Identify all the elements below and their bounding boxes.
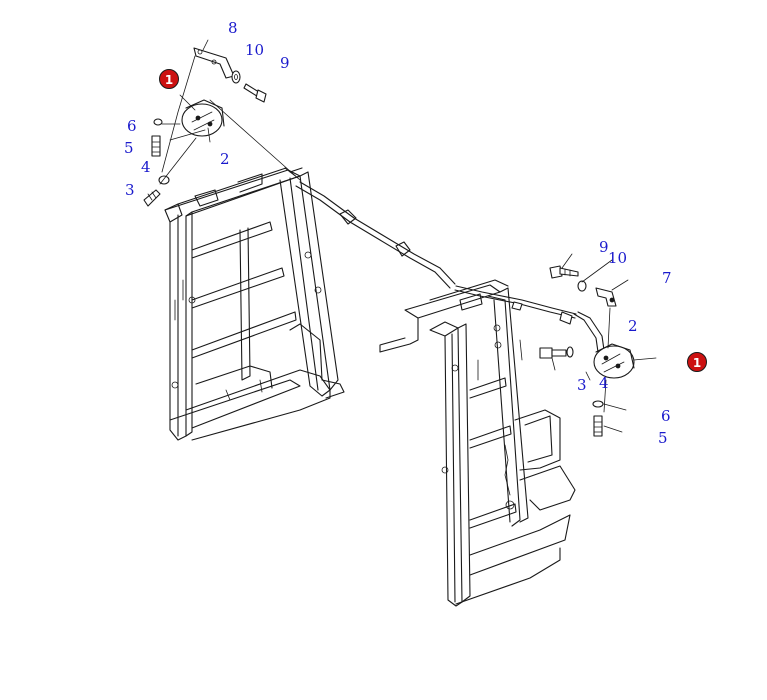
callout-2: 2 <box>628 317 638 335</box>
callout-4: 4 <box>141 158 151 176</box>
right-assembly <box>539 253 657 437</box>
callout-10: 10 <box>608 249 627 267</box>
left-frame <box>164 167 345 441</box>
callout-4: 4 <box>599 374 609 392</box>
callout-5: 5 <box>658 429 668 447</box>
right-frame <box>379 279 576 607</box>
left-assembly <box>143 39 301 207</box>
reference-badge-right: 1 <box>687 352 707 372</box>
callouts-left: 8 10 9 6 5 4 3 2 <box>124 19 290 199</box>
callout-3: 3 <box>125 181 135 199</box>
bracket-8-left <box>193 47 235 79</box>
callout-5: 5 <box>124 139 134 157</box>
reference-badge-label: 1 <box>693 356 701 370</box>
bracket-7-right <box>595 287 617 307</box>
reference-badge-left: 1 <box>159 69 179 89</box>
unit-2-right <box>593 345 635 379</box>
wiring-harness <box>284 167 605 353</box>
callout-8: 8 <box>228 19 238 37</box>
reference-badge-label: 1 <box>165 73 173 87</box>
callouts-right: 9 10 7 2 3 4 6 5 <box>577 238 672 447</box>
callout-6: 6 <box>661 407 671 425</box>
callout-9: 9 <box>599 238 609 256</box>
callout-6: 6 <box>127 117 137 135</box>
callout-2: 2 <box>220 150 230 168</box>
callout-9: 9 <box>280 54 290 72</box>
callout-3: 3 <box>577 376 587 394</box>
callout-10: 10 <box>245 41 264 59</box>
callout-7: 7 <box>662 269 672 287</box>
